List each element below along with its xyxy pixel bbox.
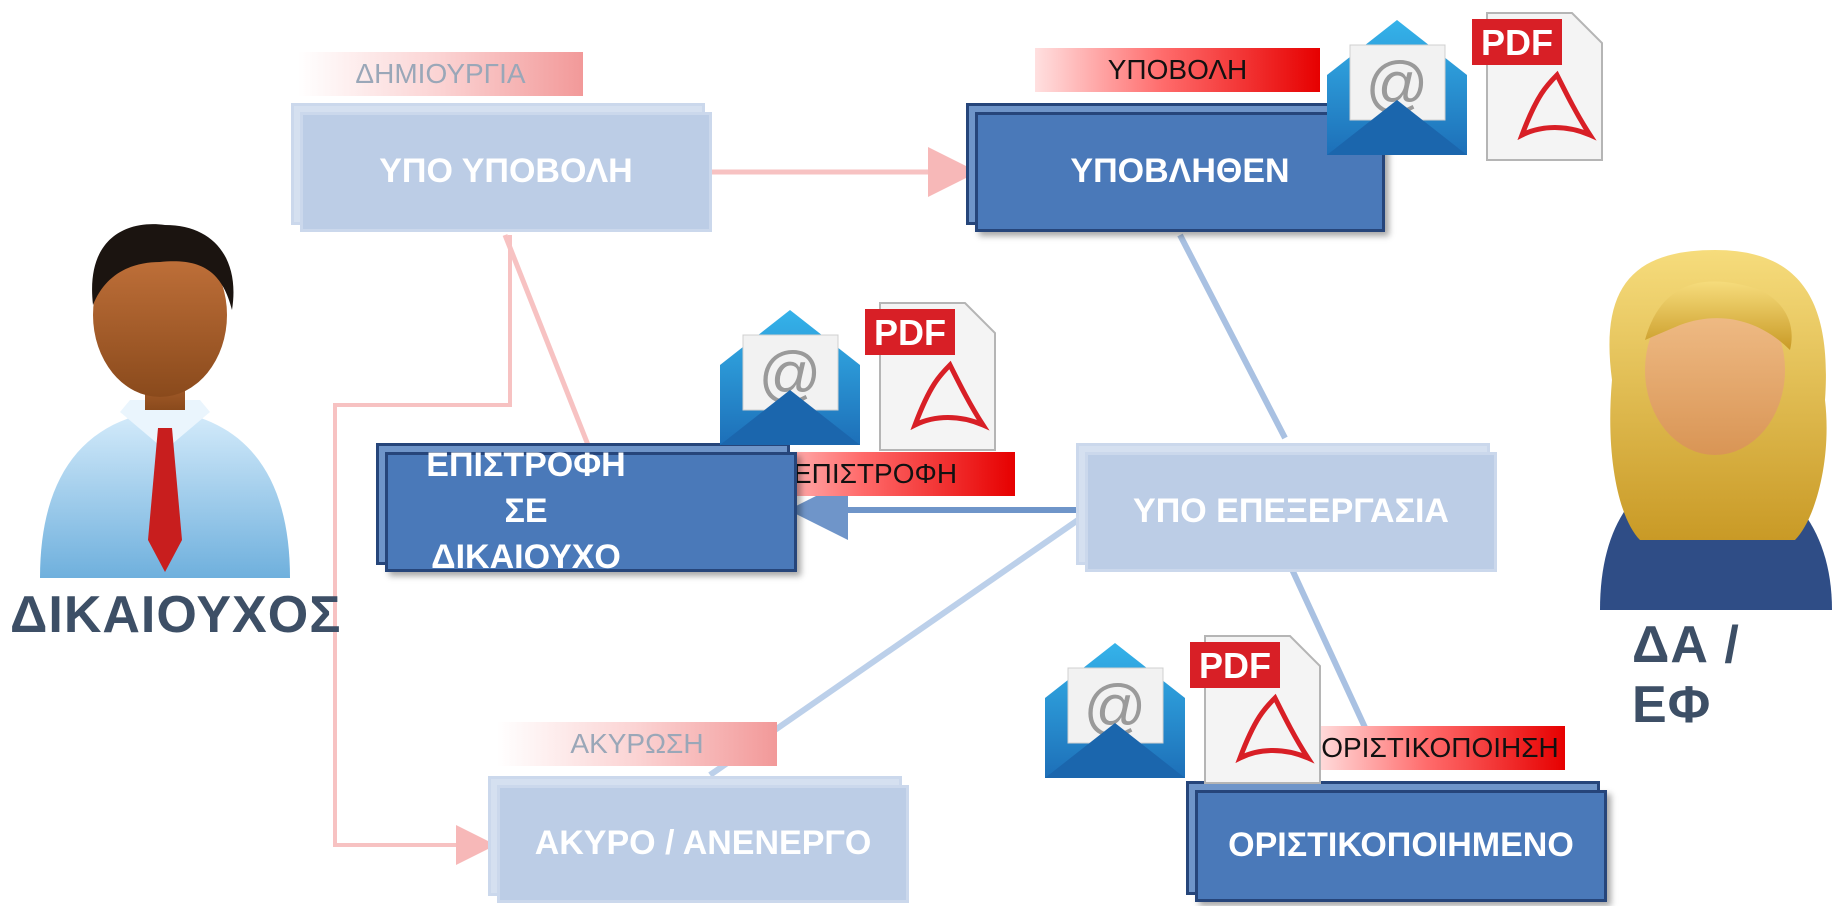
pdf-label: PDF [874,312,946,353]
authority-avatar [1600,250,1832,610]
beneficiary-avatar [40,224,290,578]
state-box-draft: ΥΠΟ ΥΠΟΒΟΛΗ [300,112,712,232]
state-box-processing: ΥΠΟ ΕΠΕΞΕΡΓΑΣΙΑ [1085,452,1497,572]
edge-submitted-to-processing [1177,233,1288,440]
action-tag-cancel: ΑΚΥΡΩΣΗ [497,722,777,766]
connector-lines [333,147,1383,865]
pdf-document-icon: PDF [1190,635,1321,784]
attachment-group-returned: @ PDF [720,302,996,451]
edge-draft-to-cancelled [333,235,512,865]
attachment-group-finalized: @ PDF [1045,635,1321,784]
action-tag-submit: ΥΠΟΒΟΛΗ [1035,48,1320,92]
action-tag-create: ΔΗΜΙΟΥΡΓΙΑ [298,52,583,96]
edge-returned-to-draft [502,234,593,451]
email-envelope-icon: @ [1045,643,1185,778]
pdf-document-icon: PDF [1472,12,1603,161]
role-authority: ΔΑ / ΕΦ [1632,616,1740,734]
state-box-finalized: ΟΡΙΣΤΙΚΟΠΟΙΗΜΕΝΟ [1195,790,1607,902]
email-envelope-icon: @ [1327,20,1467,155]
state-box-cancelled: ΑΚΥΡΟ / ΑΝΕΝΕΡΓΟ [497,785,909,903]
role-beneficiary: ΔΙΚΑΙΟΥΧΟΣ [10,586,342,644]
pdf-document-icon: PDF [865,302,996,451]
state-box-returned: ΕΠΙΣΤΡΟΦΗ ΣΕ ΔΙΚΑΙΟΥΧΟ [385,446,797,576]
email-envelope-icon: @ [720,310,860,445]
action-tag-finalize: ΟΡΙΣΤΙΚΟΠΟΙΗΣΗ [1315,726,1565,770]
attachment-group-submitted: @ PDF [1327,12,1603,161]
pdf-label: PDF [1481,22,1553,63]
pdf-label: PDF [1199,645,1271,686]
state-box-submitted: ΥΠΟΒΛΗΘΕΝ [975,112,1385,232]
